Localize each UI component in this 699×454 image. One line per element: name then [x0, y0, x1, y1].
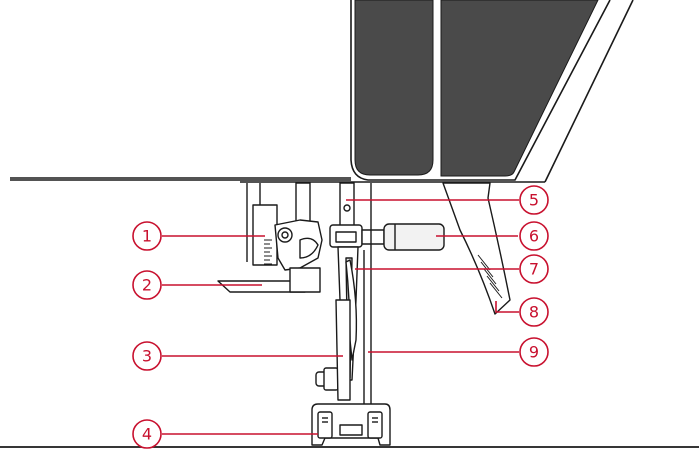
callout-9: 9	[519, 337, 549, 367]
callout-6: 6	[519, 221, 549, 251]
callout-2: 2	[132, 270, 162, 300]
measurement-scale	[264, 239, 272, 265]
callout-markers: 1 2 3 4 5 6 7 8	[132, 185, 549, 449]
callout-label-3: 3	[142, 347, 152, 366]
callout-label-5: 5	[529, 191, 539, 210]
callout-8: 8	[519, 297, 549, 327]
callout-7: 7	[519, 254, 549, 284]
callout-3: 3	[132, 341, 162, 371]
presser-bar-assembly	[217, 182, 323, 293]
left-panel	[354, 0, 434, 176]
buttonhole-lever	[442, 182, 511, 315]
leader-line-8	[495, 301, 519, 313]
display-panels	[354, 0, 599, 177]
callout-label-1: 1	[142, 227, 152, 246]
callout-label-7: 7	[529, 260, 539, 279]
callout-1: 1	[132, 221, 162, 251]
callout-5: 5	[519, 185, 549, 215]
callout-4: 4	[132, 419, 162, 449]
needle-assembly	[315, 182, 445, 412]
callout-label-2: 2	[142, 276, 152, 295]
leader-lines	[162, 199, 519, 435]
callout-label-8: 8	[529, 303, 539, 322]
right-panel	[440, 0, 599, 177]
callout-label-9: 9	[529, 343, 539, 362]
callout-label-4: 4	[142, 425, 152, 444]
callout-label-6: 6	[529, 227, 539, 246]
presser-foot	[311, 403, 391, 446]
